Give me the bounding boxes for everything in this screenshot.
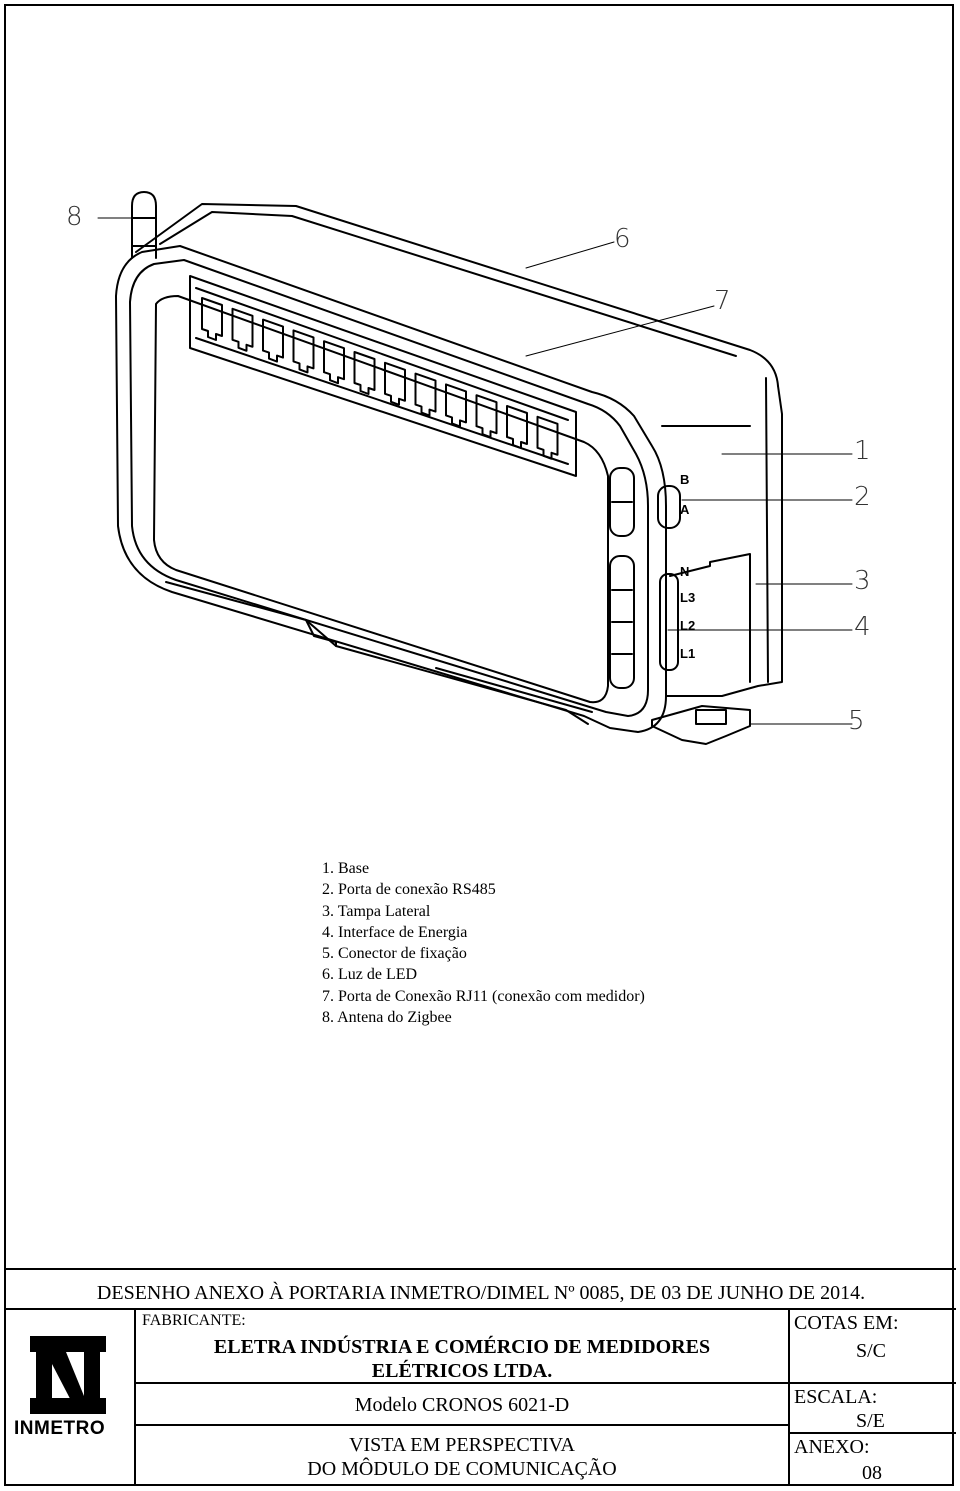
legend-item: 7. Porta de Conexão RJ11 (conexão com me… — [322, 987, 645, 1005]
rj11-port — [262, 318, 284, 363]
rj11-port — [506, 405, 528, 449]
fixation-connector — [651, 705, 751, 745]
escala-value: S/E — [856, 1410, 885, 1432]
rj11-port — [323, 340, 345, 385]
cotas-value: S/C — [856, 1340, 887, 1362]
side-face — [665, 385, 783, 697]
rj11-port-strip — [189, 275, 577, 477]
callout-4: 4 — [854, 612, 871, 642]
parts-legend: 1. Base 2. Porta de conexão RS485 3. Tam… — [322, 858, 645, 1028]
logo-divider — [134, 1308, 136, 1484]
fabricante-name-line1: ELETRA INDÚSTRIA E COMÉRCIO DE MEDIDORES — [213, 1336, 711, 1358]
model-name: Modelo CRONOS 6021-D — [354, 1394, 570, 1416]
antenna — [131, 191, 157, 259]
callout-3: 3 — [854, 566, 871, 596]
terminal-label-l1: L1 — [680, 646, 696, 661]
rj11-port — [292, 329, 315, 374]
legend-item: 3. Tampa Lateral — [322, 902, 431, 920]
drawing-header: DESENHO ANEXO À PORTARIA INMETRO/DIMEL N… — [96, 1282, 866, 1304]
row-divider-1 — [134, 1382, 956, 1384]
terminal-label-b: B — [680, 472, 690, 487]
front-panel — [153, 295, 609, 704]
callout-1: 1 — [854, 436, 871, 466]
callout-6: 6 — [614, 224, 631, 254]
terminal-slots — [609, 467, 635, 689]
rj11-port — [201, 297, 223, 341]
legend-item: 1. Base — [322, 860, 370, 877]
rj11-port — [353, 351, 376, 395]
rj11-port — [445, 383, 467, 428]
anexo-value: 08 — [862, 1462, 882, 1484]
rj11-port — [414, 372, 437, 417]
energy-interface — [659, 573, 679, 671]
legend-item: 2. Porta de conexão RS485 — [322, 881, 496, 899]
terminal-label-n: N — [680, 564, 690, 579]
front-housing — [115, 245, 667, 733]
escala-label: ESCALA: — [794, 1386, 878, 1408]
legend-item: 5. Conector de fixação — [322, 945, 467, 963]
top-face — [135, 203, 779, 387]
rs485-port — [657, 485, 681, 529]
title-block-header-border — [6, 1308, 956, 1310]
anexo-label: ANEXO: — [794, 1436, 870, 1458]
terminal-label-a: A — [680, 502, 690, 517]
legend-item: 8. Antena do Zigbee — [322, 1009, 452, 1027]
view-title-line2: DO MÔDULO DE COMUNICAÇÃO — [307, 1458, 617, 1480]
rj11-port — [536, 415, 559, 460]
callout-2: 2 — [854, 482, 871, 512]
fabricante-name-line2: ELÉTRICOS LTDA. — [371, 1360, 553, 1382]
callout-5: 5 — [848, 706, 865, 736]
callout-7: 7 — [714, 286, 731, 316]
callout-8: 8 — [66, 202, 83, 232]
row-divider-2 — [134, 1424, 788, 1426]
cotas-label: COTAS EM: — [794, 1312, 899, 1334]
rj11-port — [384, 361, 406, 406]
rj11-ports — [201, 297, 559, 460]
rj11-port — [475, 394, 498, 439]
inmetro-logo-icon — [30, 1336, 106, 1414]
right-column-divider — [788, 1308, 790, 1484]
terminal-label-l3: L3 — [680, 590, 696, 605]
view-title-line1: VISTA EM PERSPECTIVA — [349, 1434, 575, 1456]
legend-item: 4. Interface de Energia — [322, 923, 468, 941]
drawing-sheet: 8 6 7 1 2 3 4 5 B A N L3 L2 L1 1. Base 2… — [4, 4, 956, 1486]
rj11-port — [231, 307, 254, 352]
inmetro-logo-text: INMETRO — [14, 1418, 106, 1439]
legend-item: 6. Luz de LED — [322, 966, 418, 984]
device-perspective-drawing — [97, 191, 853, 745]
fabricante-label: FABRICANTE: — [142, 1312, 246, 1329]
leader-lines — [97, 217, 853, 725]
terminal-label-l2: L2 — [680, 618, 696, 633]
row-divider-3 — [788, 1432, 956, 1434]
title-block-top-border — [6, 1268, 956, 1270]
